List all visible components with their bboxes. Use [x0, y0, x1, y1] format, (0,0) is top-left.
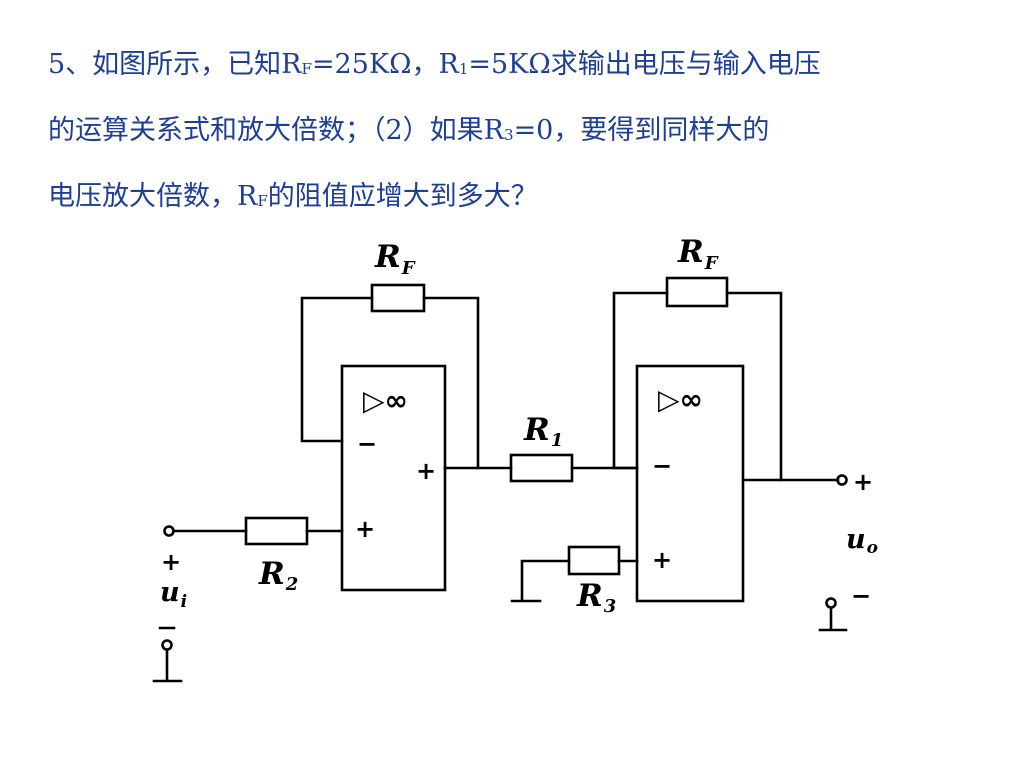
label-subscript: F [704, 253, 719, 274]
label-main: R [258, 556, 285, 592]
resistor-r3 [567, 545, 621, 576]
opamp-1-body [340, 364, 447, 592]
opamp-2-minus-sign: − [652, 452, 672, 480]
feedback-wire-right-return [725, 291, 783, 482]
input-minus-sign: − [0, 0, 1, 1]
question-line-1: 5、如图所示，已知RF=25KΩ，R1=5KΩ求输出电压与输入电压 [48, 34, 998, 100]
opamp-2-body [635, 364, 745, 603]
output-plus-sign: + [853, 468, 873, 496]
r3-ground-wire [520, 559, 571, 602]
feedback-wire-left [300, 296, 374, 443]
subscript: F [301, 60, 312, 78]
label-subscript: 1 [551, 430, 564, 451]
label-subscript: 3 [604, 596, 617, 617]
label-subscript: 2 [285, 574, 299, 595]
label-main: u [846, 524, 866, 555]
circuit-wires [152, 276, 848, 683]
question-line-3: 电压放大倍数，RF的阻值应增大到多大？ [48, 166, 998, 232]
feedback-wire-left-return [422, 296, 480, 470]
resistor-r2 [244, 516, 309, 546]
label-main: R [576, 578, 603, 614]
label-r2: R2 [258, 556, 298, 595]
opamp-1-output-plus-sign: + [416, 457, 436, 485]
question-text-part: 电压放大倍数，R [48, 181, 258, 212]
output-voltage-label: uo [846, 524, 878, 558]
question-text-part: =25KΩ，R [311, 49, 459, 80]
opamp-2-plus-sign: + [652, 546, 672, 574]
question-text-part: 的阻值应增大到多大？ [267, 181, 538, 212]
question-line-2: 的运算关系式和放大倍数；（2）如果R3=0，要得到同样大的 [48, 100, 998, 166]
label-rf-right: RF [677, 234, 719, 274]
input-plus-sign: + [161, 548, 181, 576]
question-text-part: 5、如图所示，已知R [48, 49, 302, 80]
label-main: R [523, 412, 550, 448]
label-r3: R3 [576, 578, 616, 617]
question-text: 5、如图所示，已知RF=25KΩ，R1=5KΩ求输出电压与输入电压 的运算关系式… [48, 34, 998, 232]
output-minus-sign: − [851, 582, 871, 610]
label-rf-left: RF [374, 239, 416, 279]
input-voltage-label: ui [160, 577, 187, 612]
opamp-1-symbol: ▷∞ [363, 384, 408, 417]
label-r1: R1 [523, 412, 563, 451]
label-main: u [160, 577, 180, 608]
subscript: F [257, 192, 268, 210]
opamp-2-symbol: ▷∞ [658, 383, 703, 416]
question-text-part: 的运算关系式和放大倍数；（2）如果R [48, 115, 505, 146]
output-terminal-plus [836, 474, 848, 486]
opamp-1-minus-sign: − [357, 430, 377, 458]
resistor-r1 [509, 453, 574, 483]
label-main: R [677, 234, 704, 270]
feedback-wire-right [612, 291, 669, 470]
opamp-1-plus-sign: + [355, 515, 375, 543]
question-text-part: =0，要得到同样大的 [513, 115, 770, 146]
label-subscript: F [401, 258, 416, 279]
label-subscript: i [181, 592, 187, 612]
label-subscript: o [867, 538, 878, 558]
subscript: 1 [458, 60, 469, 78]
resistor-rf-right [665, 276, 729, 308]
subscript: 3 [504, 126, 514, 144]
input-terminal-plus [163, 525, 175, 537]
resistor-rf-left [370, 283, 426, 313]
question-text-part: =5KΩ求输出电压与输入电压 [468, 49, 821, 80]
output-terminal-minus [825, 597, 837, 609]
label-main: R [374, 239, 401, 275]
input-terminal-minus [161, 639, 173, 651]
